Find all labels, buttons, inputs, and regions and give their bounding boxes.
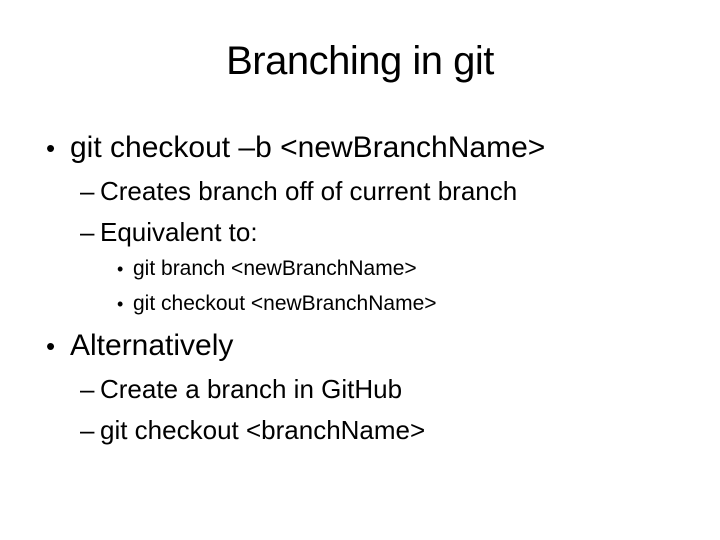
dot-bullet-icon: • [46, 331, 56, 361]
slide-title: Branching in git [226, 39, 494, 83]
dash-bullet-icon: – [80, 176, 95, 206]
bullet-item: • git branch <newBranchName> [0, 256, 720, 282]
dash-bullet-icon: – [80, 217, 95, 247]
bullet-item: –Equivalent to: [0, 217, 720, 247]
bullet-item: • git checkout <newBranchName> [0, 291, 720, 317]
dot-bullet-icon: • [117, 294, 124, 314]
dash-bullet-icon: – [80, 415, 95, 445]
dot-bullet-icon: • [46, 133, 56, 163]
bullet-text: Create a branch in GitHub [100, 374, 403, 404]
bullet-list: •git checkout –b <newBranchName>–Creates… [0, 131, 720, 445]
bullet-text: git checkout –b <newBranchName> [70, 131, 546, 164]
bullet-item: –git checkout <branchName> [0, 415, 720, 445]
bullet-item: –Creates branch off of current branch [0, 176, 720, 206]
bullet-text: git checkout <branchName> [100, 415, 426, 445]
dash-bullet-icon: – [80, 374, 95, 404]
bullet-item: • git checkout –b <newBranchName> [0, 131, 720, 165]
bullet-text: Equivalent to: [100, 217, 258, 247]
bullet-text: Alternatively [70, 329, 234, 362]
bullet-text: git checkout <newBranchName> [133, 292, 437, 315]
dot-bullet-icon: • [117, 259, 124, 279]
bullet-text: git branch <newBranchName> [133, 257, 417, 280]
bullet-item: –Create a branch in GitHub [0, 374, 720, 404]
bullet-item: • Alternatively [0, 329, 720, 363]
bullet-text: Creates branch off of current branch [100, 176, 518, 206]
